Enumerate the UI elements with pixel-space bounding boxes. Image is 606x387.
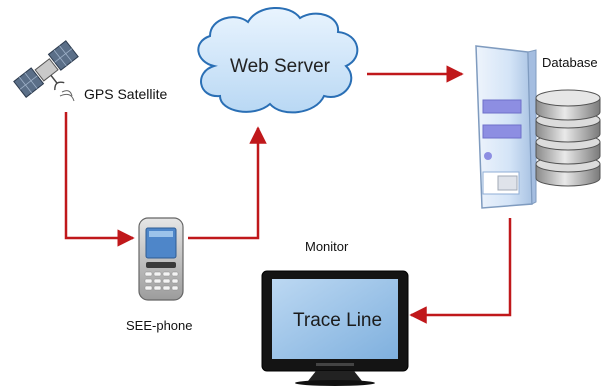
phone-label: SEE-phone bbox=[126, 318, 193, 333]
phone-icon bbox=[138, 217, 184, 301]
monitor-icon bbox=[261, 270, 409, 386]
connection-arrows bbox=[64, 65, 512, 324]
cloud-icon bbox=[197, 6, 359, 114]
arrow-phone-to-webserver bbox=[188, 126, 267, 240]
server-icon bbox=[475, 45, 537, 209]
database-disk-icon bbox=[535, 89, 601, 187]
monitor-label: Monitor bbox=[305, 239, 349, 254]
web-server-label: Web Server bbox=[230, 56, 330, 77]
arrow-gps-to-phone bbox=[64, 112, 135, 247]
monitor-screen-label: Trace Line bbox=[293, 310, 383, 331]
satellite-icon bbox=[13, 40, 79, 98]
database-label: Database bbox=[542, 55, 598, 70]
arrow-database-to-monitor bbox=[409, 218, 512, 324]
gps-satellite-label: GPS Satellite bbox=[84, 86, 168, 102]
